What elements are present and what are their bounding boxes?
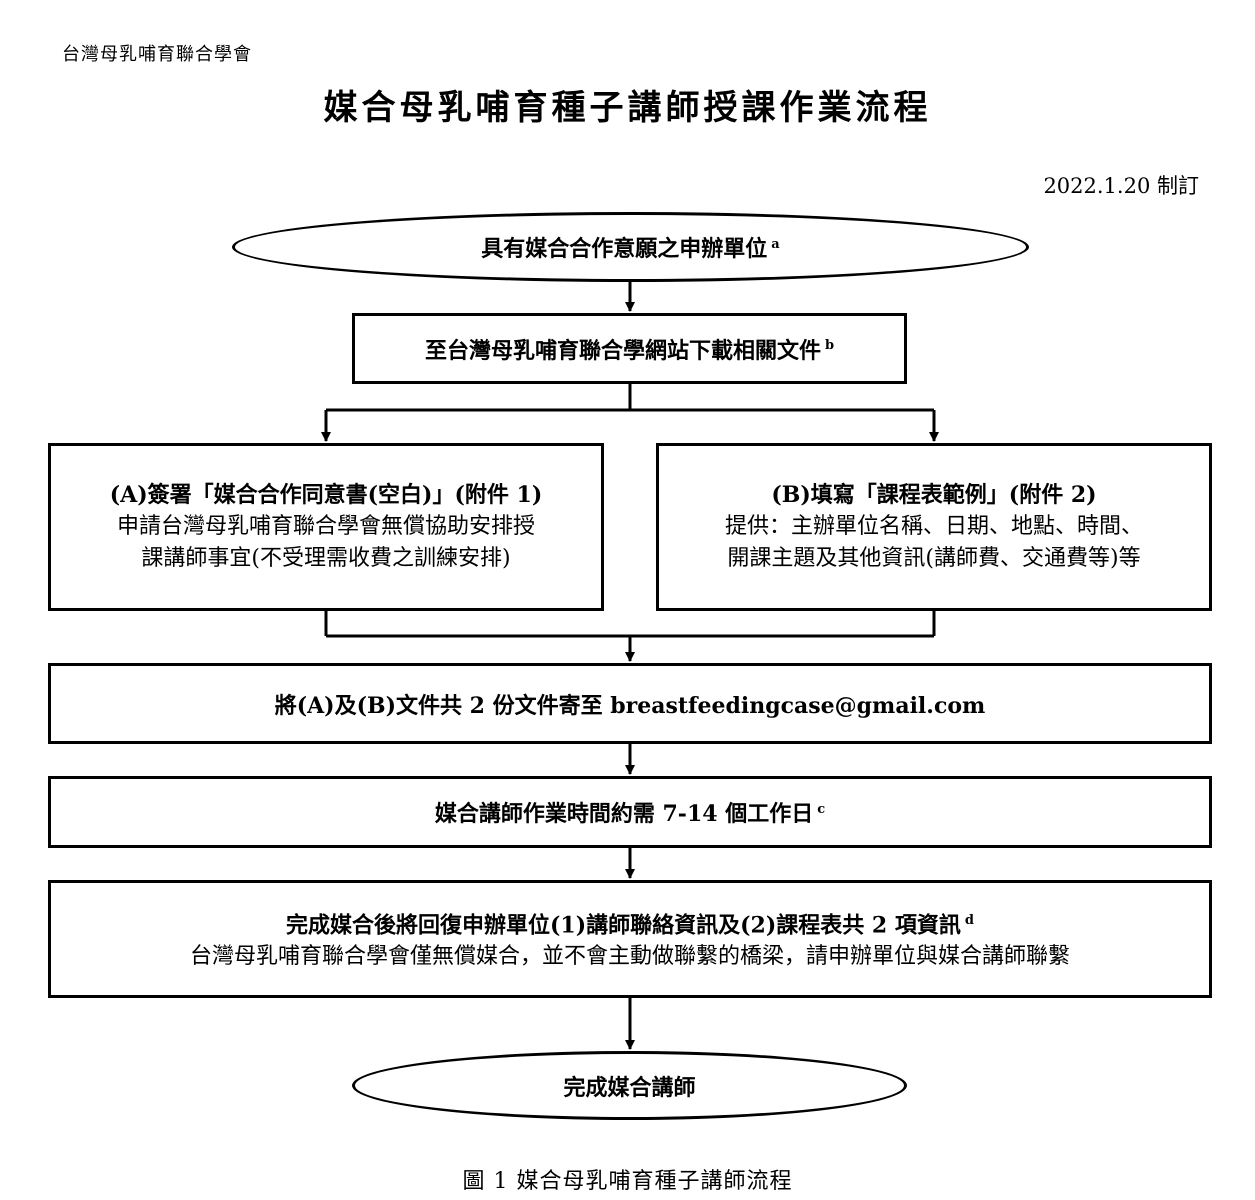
send-step-text: 將(A)及(B)文件共 2 份文件寄至 breastfeedingcase@gm… — [274, 692, 986, 719]
note-c: c — [817, 801, 826, 817]
branch-a-line-1: 申請台灣母乳哺育聯合學會無償協助安排授 — [116, 514, 535, 539]
branch-b-line-2: 開課主題及其他資訊(講師費、交通費等)等 — [727, 546, 1141, 571]
processing-step-text: 媒合講師作業時間約需 7-14 個工作日 — [434, 801, 814, 827]
organization-name: 台灣母乳哺育聯合學會 — [62, 44, 252, 65]
branch-b-line-1: 提供：主辦單位名稱、日期、地點、時間、 — [724, 514, 1143, 539]
branch-a-step: (A)簽署「媒合合作同意書(空白)」(附件 1) 申請台灣母乳哺育聯合學會無償協… — [48, 443, 604, 611]
note-b: b — [824, 338, 835, 354]
download-step-text: 至台灣母乳哺育聯合學網站下載相關文件 — [424, 337, 821, 364]
end-node: 完成媒合講師 — [352, 1051, 907, 1120]
branch-b-step: (B)填寫「課程表範例」(附件 2) 提供：主辦單位名稱、日期、地點、時間、 開… — [656, 443, 1212, 611]
reply-step-line-1: 台灣母乳哺育聯合學會僅無償媒合，並不會主動做聯繫的橋梁，請申辦單位與媒合講師聯繫 — [189, 944, 1070, 970]
branch-b-heading: (B)填寫「課程表範例」(附件 2) — [771, 482, 1097, 508]
branch-a-heading: (A)簽署「媒合合作同意書(空白)」(附件 1) — [109, 482, 543, 508]
reply-step-heading: 完成媒合後將回復申辦單位(1)講師聯絡資訊及(2)課程表共 2 項資訊 — [286, 912, 961, 939]
note-d: d — [964, 912, 974, 928]
start-node-text: 具有媒合合作意願之申辦單位 — [481, 236, 768, 262]
send-step: 將(A)及(B)文件共 2 份文件寄至 breastfeedingcase@gm… — [48, 663, 1212, 744]
page-title: 媒合母乳哺育種子講師授課作業流程 — [323, 88, 932, 128]
figure-caption: 圖 1 媒合母乳哺育種子講師流程 — [462, 1169, 793, 1194]
revision-date: 2022.1.20 制訂 — [1043, 174, 1199, 198]
note-a: a — [771, 236, 780, 252]
end-node-text: 完成媒合講師 — [563, 1074, 696, 1101]
branch-a-line-2: 課講師事宜(不受理需收費之訓練安排) — [141, 546, 511, 571]
